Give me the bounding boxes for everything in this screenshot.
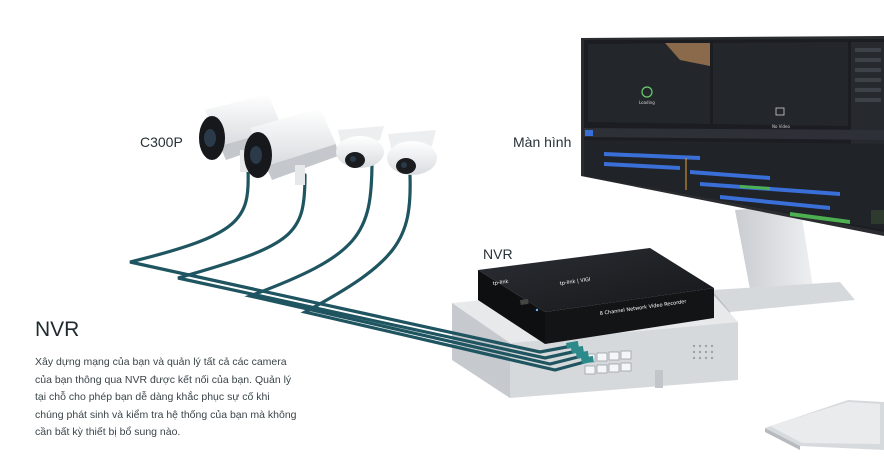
section-title: NVR xyxy=(35,318,80,341)
nvr-device: tp-link | VIGI tp-link 8 Channel Network… xyxy=(478,248,714,344)
smartphone xyxy=(765,400,884,450)
play-icon xyxy=(585,130,593,136)
nvr-brand-text: tp-link | VIGI xyxy=(559,277,590,287)
monitor-novideo-text: No Video xyxy=(772,124,790,129)
dome-camera-1 xyxy=(336,126,384,168)
section-description: Xây dựng mạng của bạn và quản lý tất cả … xyxy=(35,356,297,438)
monitor: Loading No Video xyxy=(581,36,884,318)
camera-label: C300P xyxy=(140,134,183,150)
bullet-camera-2 xyxy=(244,108,338,185)
cable-connectors xyxy=(565,340,594,364)
folder-icon xyxy=(775,107,785,116)
monitor-label: Màn hình xyxy=(513,134,572,150)
timeline-bars xyxy=(604,152,850,224)
dome-camera-2 xyxy=(387,130,437,175)
network-cables xyxy=(129,158,590,372)
nvr-small-brand: tp-link xyxy=(492,279,509,287)
monitor-loading-text: Loading xyxy=(639,100,655,105)
nvr-label: NVR xyxy=(483,246,513,262)
